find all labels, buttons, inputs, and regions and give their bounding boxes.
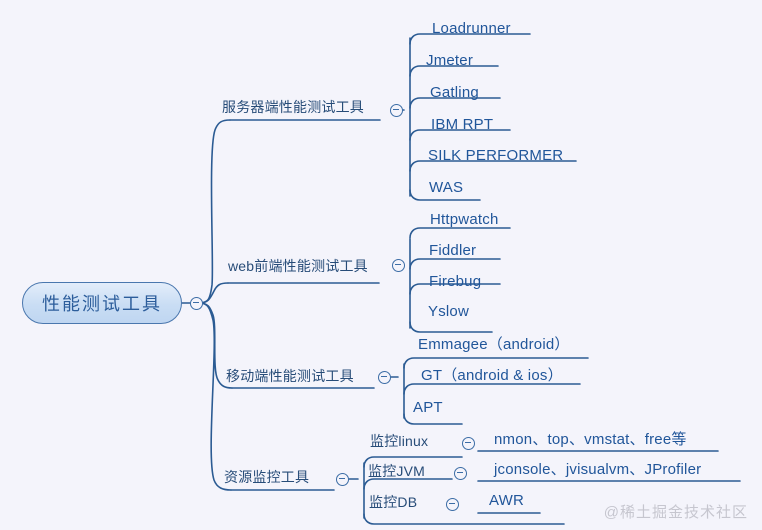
spine-to-server [198, 119, 231, 304]
branch-toggle-server-icon[interactable] [390, 103, 403, 117]
branch-label-mobile[interactable]: 移动端性能测试工具 [226, 368, 354, 384]
leaf-label-loadrunner[interactable]: Loadrunner [432, 20, 511, 37]
lvl2-label-monitor-linux[interactable]: 监控linux [370, 433, 429, 449]
leaf-line-httpwatch [409, 227, 511, 239]
branch-toggle-resource-icon[interactable] [336, 472, 349, 486]
leaf-label-yslow[interactable]: Yslow [428, 303, 470, 320]
root-node[interactable]: 性能测试工具 [22, 282, 182, 324]
watermark: @稀土掘金技术社区 [603, 504, 748, 521]
leaf-label-firebug[interactable]: Firebug [429, 273, 482, 290]
leaf-label-ibm-rpt[interactable]: IBM RPT [431, 116, 494, 133]
lvl2-line-jvm [363, 478, 453, 490]
leaf-line-yslow [409, 321, 493, 333]
leaf-label-silk-performer[interactable]: SILK PERFORMER [428, 147, 564, 164]
branch-label-resource[interactable]: 资源监控工具 [224, 469, 310, 485]
lvl3-label-jvm-values[interactable]: jconsole、jvisualvm、JProfiler [494, 461, 702, 478]
lvl3-label-db-values[interactable]: AWR [489, 492, 525, 509]
leaf-label-was[interactable]: WAS [429, 179, 464, 196]
leaf-label-httpwatch[interactable]: Httpwatch [430, 211, 499, 228]
spine-to-resource [198, 302, 232, 491]
branch-label-web[interactable]: web前端性能测试工具 [228, 258, 368, 274]
branch-label-server[interactable]: 服务器端性能测试工具 [222, 99, 364, 115]
root-collapse-toggle-icon[interactable] [190, 296, 203, 310]
leaf-label-gt[interactable]: GT（android & ios） [421, 367, 563, 384]
leaf-line-fiddler [409, 258, 501, 270]
leaf-label-emmagee[interactable]: Emmagee（android） [418, 336, 570, 353]
branch-toggle-mobile-icon[interactable] [378, 370, 391, 384]
lvl2-toggle-linux-icon[interactable] [462, 436, 475, 450]
branch-toggle-web-icon[interactable] [392, 258, 405, 272]
spine-to-web [198, 282, 229, 304]
leaf-label-gatling[interactable]: Gatling [430, 84, 479, 101]
lvl2-label-monitor-db[interactable]: 监控DB [369, 494, 418, 510]
lvl2-toggle-db-icon[interactable] [446, 497, 459, 511]
leaf-label-apt[interactable]: APT [413, 399, 443, 416]
lvl2-line-db [363, 513, 565, 525]
lvl3-label-linux-values[interactable]: nmon、top、vmstat、free等 [494, 431, 687, 448]
leaf-label-jmeter[interactable]: Jmeter [426, 52, 474, 69]
leaf-label-fiddler[interactable]: Fiddler [429, 242, 477, 259]
lvl2-toggle-jvm-icon[interactable] [454, 466, 467, 480]
leaf-line-gt [403, 383, 581, 395]
lvl2-label-monitor-jvm[interactable]: 监控JVM [368, 463, 425, 479]
root-node-label: 性能测试工具 [42, 294, 162, 314]
